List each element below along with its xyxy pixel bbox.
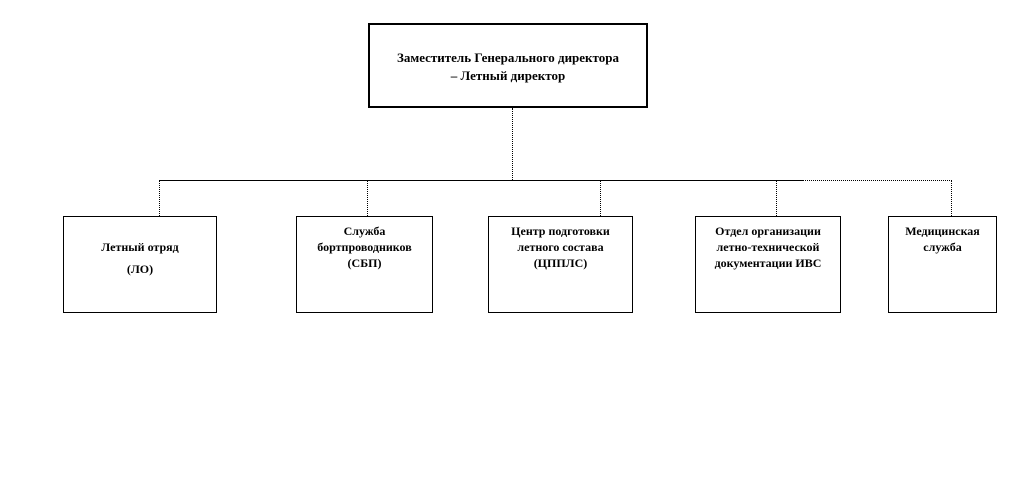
unit-label-line: служба (923, 240, 962, 254)
unit-label-line: Центр подготовки (511, 224, 610, 238)
unit-label-line: документации ИВС (714, 256, 822, 270)
unit-label-line: Служба (343, 224, 386, 238)
unit-box-training-center: Центр подготовки летного состава (ЦППЛС) (488, 216, 633, 313)
unit-box-medical-service: Медицинская служба (888, 216, 997, 313)
unit-label-line: летного состава (517, 240, 604, 254)
connector-drop-3 (600, 180, 601, 216)
unit-label-line: (ЦППЛС) (533, 256, 588, 270)
unit-label-line: бортпроводников (317, 240, 412, 254)
connector-drop-5 (951, 180, 952, 216)
connector-head-down (512, 108, 513, 180)
unit-box-documentation-dept: Отдел организации летно-технической доку… (695, 216, 841, 313)
unit-label-line: (ЛО) (126, 262, 154, 276)
head-title-line1: Заместитель Генерального директора (396, 50, 619, 65)
unit-label-line: Летный отряд (101, 240, 179, 254)
unit-label-line: летно-технической (716, 240, 820, 254)
unit-box-cabin-crew: Служба бортпроводников (СБП) (296, 216, 433, 313)
connector-horizontal-dotted (802, 180, 952, 181)
unit-label-line: Отдел организации (715, 224, 821, 238)
unit-label-line: Медицинская (905, 224, 980, 238)
connector-drop-4 (776, 180, 777, 216)
unit-box-flight-squad: Летный отряд (ЛО) (63, 216, 217, 313)
connector-drop-1 (159, 180, 160, 216)
connector-drop-2 (367, 180, 368, 216)
connector-horizontal (159, 180, 802, 181)
head-title-line2: – Летный директор (450, 68, 566, 83)
unit-label-line: (СБП) (347, 256, 382, 270)
head-box-deputy-director: Заместитель Генерального директора – Лет… (368, 23, 648, 108)
